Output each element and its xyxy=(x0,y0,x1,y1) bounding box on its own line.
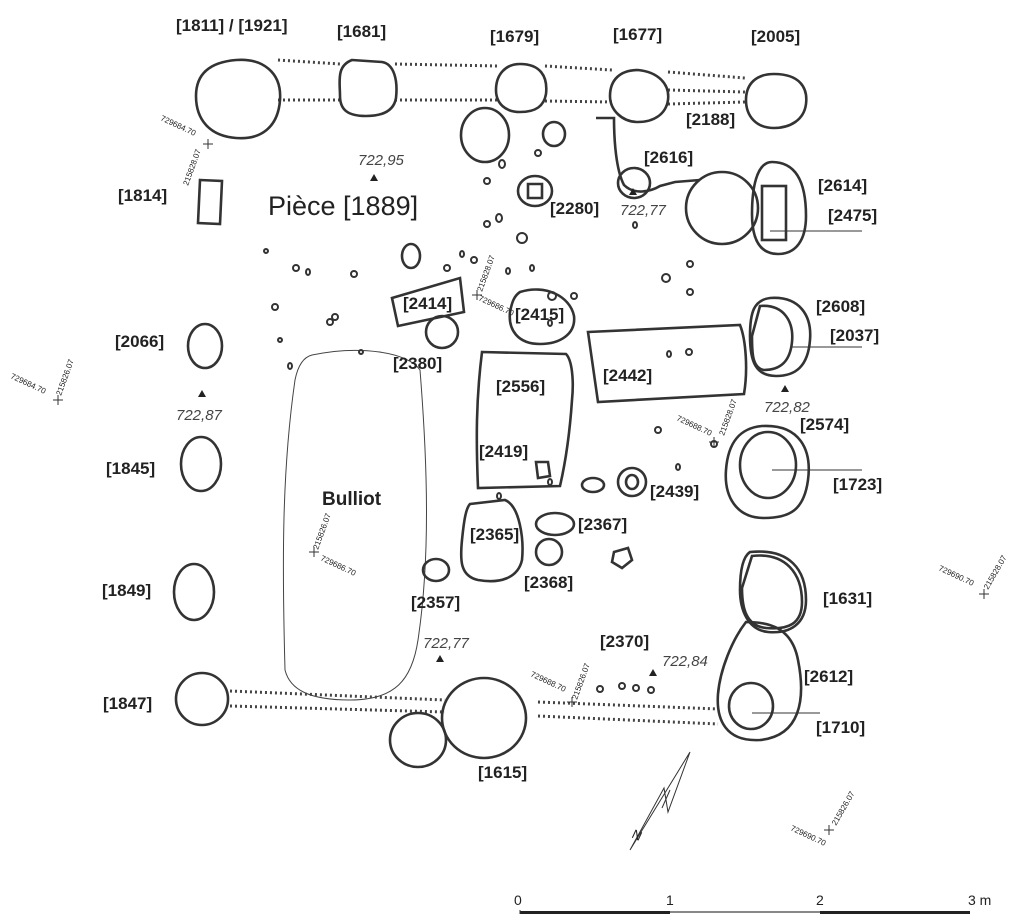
elevation-label: 722,77 xyxy=(620,202,667,219)
elevation-markers xyxy=(198,174,789,676)
label-1723: [1723] xyxy=(833,475,882,494)
coord-label: 729688.70 xyxy=(529,670,568,694)
coord-label: 729684.70 xyxy=(159,114,198,138)
north-arrow: N xyxy=(629,751,691,851)
coord-label: 729690.70 xyxy=(937,564,976,588)
north-label: N xyxy=(630,826,645,844)
leader-lines xyxy=(752,230,862,714)
elevation-label: 722,84 xyxy=(662,653,708,670)
label-2574: [2574] xyxy=(800,415,849,434)
label-2365: [2365] xyxy=(470,525,519,544)
elevation-label: 722,87 xyxy=(176,407,223,424)
coord-label: 729688.70 xyxy=(675,414,714,438)
room-title: Pièce [1889] xyxy=(268,191,418,221)
elevation-label: 722,77 xyxy=(423,635,470,652)
coord-label: 215826.07 xyxy=(54,358,76,397)
feature-labels: [1811] / [1921] [1681] [1679] [1677] [20… xyxy=(102,16,882,782)
elevation-label: 722,95 xyxy=(358,152,405,169)
label-2616: [2616] xyxy=(644,148,693,167)
label-2367: [2367] xyxy=(578,515,627,534)
coord-label: 215826.07 xyxy=(311,512,333,551)
label-2280: [2280] xyxy=(550,199,599,218)
label-1849: [1849] xyxy=(102,581,151,600)
label-1615: [1615] xyxy=(478,763,527,782)
label-2614: [2614] xyxy=(818,176,867,195)
label-2419: [2419] xyxy=(479,442,528,461)
elevation-label: 722,82 xyxy=(764,399,811,416)
label-2556: [2556] xyxy=(496,377,545,396)
label-1679: [1679] xyxy=(490,27,539,46)
elevation-labels: 722,95 722,77 722,87 722,82 722,77 722,8… xyxy=(176,152,811,670)
features-outlines xyxy=(172,58,812,769)
label-2612: [2612] xyxy=(804,667,853,686)
small-stones xyxy=(263,149,718,694)
coord-label: 215826.07 xyxy=(830,789,857,827)
coord-label: 729686.70 xyxy=(477,294,516,318)
label-2005: [2005] xyxy=(751,27,800,46)
label-2415: [2415] xyxy=(515,305,564,324)
coord-label: 729684.70 xyxy=(9,372,48,396)
bulliot-label: Bulliot xyxy=(322,489,382,510)
scale-tick-0: 0 xyxy=(514,892,522,908)
label-1710: [1710] xyxy=(816,718,865,737)
coord-label: 215828.07 xyxy=(982,553,1009,591)
label-1847: [1847] xyxy=(103,694,152,713)
label-2414: [2414] xyxy=(403,294,452,313)
label-2357: [2357] xyxy=(411,593,460,612)
label-1681: [1681] xyxy=(337,22,386,41)
label-2442: [2442] xyxy=(603,366,652,385)
label-1677: [1677] xyxy=(613,25,662,44)
coord-label: 215828.07 xyxy=(475,254,497,293)
label-1811-1921: [1811] / [1921] xyxy=(176,16,288,35)
scale-tick-2: 2 xyxy=(816,892,824,908)
label-2370: [2370] xyxy=(600,632,649,651)
bulliot-trench xyxy=(282,349,427,701)
coord-label: 729690.70 xyxy=(789,824,828,848)
coord-label: 215828.07 xyxy=(717,398,739,437)
label-1845: [1845] xyxy=(106,459,155,478)
scale-tick-3: 3 m xyxy=(968,892,991,908)
scale-tick-1: 1 xyxy=(666,892,674,908)
label-2368: [2368] xyxy=(524,573,573,592)
label-2608: [2608] xyxy=(816,297,865,316)
label-2380: [2380] xyxy=(393,354,442,373)
label-2037: [2037] xyxy=(830,326,879,345)
label-2475: [2475] xyxy=(828,206,877,225)
wall-alignments xyxy=(229,58,746,726)
label-2188: [2188] xyxy=(686,110,735,129)
scale-bar: 0 1 2 3 m xyxy=(514,892,991,914)
label-2066: [2066] xyxy=(115,332,164,351)
label-1814: [1814] xyxy=(118,186,167,205)
coord-label: 215826.07 xyxy=(570,662,592,701)
grid-crosses xyxy=(53,139,989,835)
label-1631: [1631] xyxy=(823,589,872,608)
label-2439: [2439] xyxy=(650,482,699,501)
coord-label: 729686.70 xyxy=(319,554,358,578)
